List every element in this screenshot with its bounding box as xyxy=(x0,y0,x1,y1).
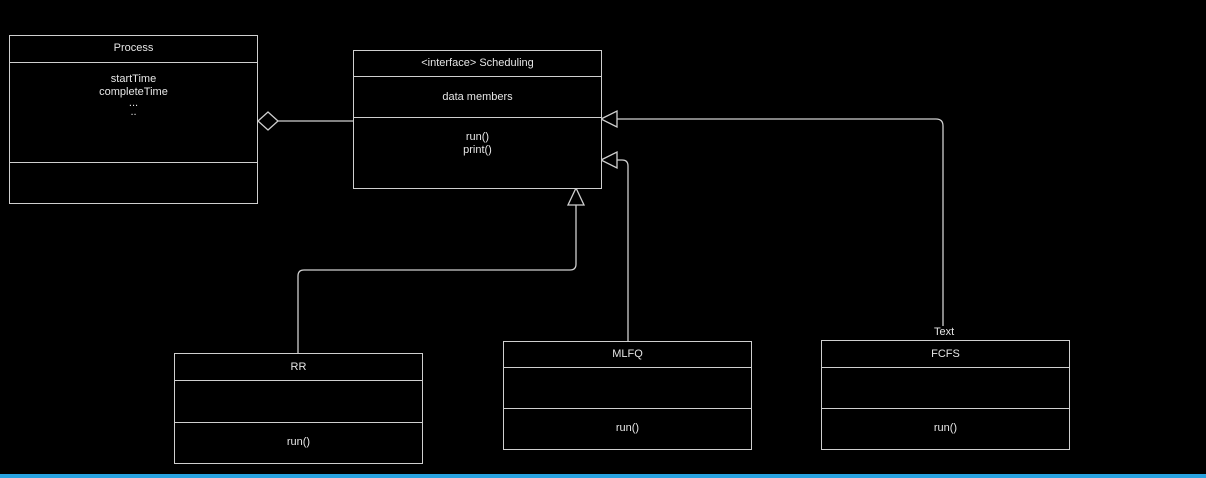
class-process[interactable]: Process startTime completeTime ... .. xyxy=(9,35,258,204)
rr-generalization-edge xyxy=(297,205,577,354)
class-scheduling-name: <interface> Scheduling xyxy=(421,57,534,69)
class-rr-divider xyxy=(175,422,422,423)
class-fcfs-divider xyxy=(822,408,1069,409)
selection-bar xyxy=(0,474,1206,478)
class-scheduling-divider xyxy=(354,76,601,77)
class-fcfs-name: FCFS xyxy=(931,348,960,360)
attribute: ... xyxy=(128,97,139,109)
method: run() xyxy=(286,436,311,448)
class-rr[interactable]: RR run() xyxy=(174,353,423,464)
method: print() xyxy=(463,144,492,156)
fcfs-generalization-edge xyxy=(617,118,944,326)
attribute: startTime xyxy=(110,73,157,85)
class-mlfq-name: MLFQ xyxy=(612,348,643,360)
mlfq-generalization-edge xyxy=(617,159,629,342)
class-mlfq-divider xyxy=(504,408,751,409)
class-fcfs[interactable]: FCFS run() xyxy=(821,340,1070,450)
fcfs-generalization-arrowhead xyxy=(599,109,618,129)
mlfq-generalization-arrowhead xyxy=(599,150,618,170)
class-scheduling-attributes: data members xyxy=(354,91,601,104)
attribute: completeTime xyxy=(99,86,168,98)
attribute: .. xyxy=(130,106,137,118)
class-fcfs-methods: run() xyxy=(822,422,1069,435)
fcfs-edge-label[interactable]: Text xyxy=(934,326,955,338)
class-scheduling[interactable]: <interface> Scheduling data members run(… xyxy=(353,50,602,189)
class-mlfq-divider xyxy=(504,367,751,368)
method: run() xyxy=(465,131,490,143)
class-scheduling-methods: run() print() xyxy=(354,131,601,157)
class-mlfq-methods: run() xyxy=(504,422,751,435)
attribute: data members xyxy=(442,91,513,103)
class-process-divider xyxy=(10,162,257,163)
class-rr-methods: run() xyxy=(175,436,422,449)
class-process-divider xyxy=(10,62,257,63)
class-mlfq[interactable]: MLFQ run() xyxy=(503,341,752,450)
class-rr-name: RR xyxy=(290,361,307,373)
class-fcfs-divider xyxy=(822,367,1069,368)
class-scheduling-divider xyxy=(354,117,601,118)
class-process-name: Process xyxy=(113,42,154,54)
method: run() xyxy=(615,422,640,434)
aggregation-diamond xyxy=(257,111,279,131)
class-rr-divider xyxy=(175,380,422,381)
class-process-attributes: startTime completeTime ... .. xyxy=(10,73,257,118)
rr-generalization-arrowhead xyxy=(566,186,586,206)
method: run() xyxy=(933,422,958,434)
